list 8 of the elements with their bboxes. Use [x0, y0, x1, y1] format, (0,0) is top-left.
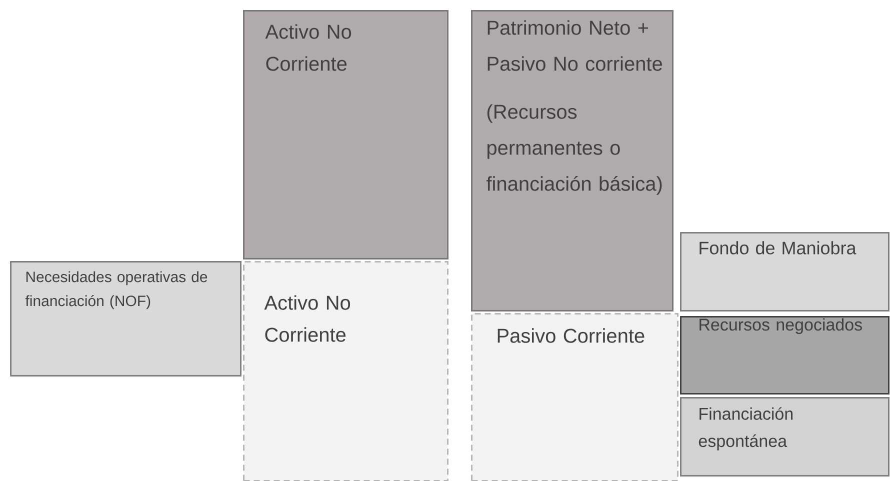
text-box: Necesidades operativas de financiación (NOF): [10, 260, 242, 376]
text-box: Fondo de Maniobra: [680, 232, 890, 312]
text-box: Patrimonio Neto + Pasivo No corriente (Recursos permanentes o financiación básica): [471, 10, 674, 312]
text-box: Recursos negociados: [680, 316, 890, 394]
dashed-box: Activo No Corriente: [243, 260, 448, 481]
dashed-box: Pasivo Corriente: [471, 313, 678, 481]
text-box: Activo No Corriente: [243, 10, 448, 260]
text-box: Financiación espontánea: [680, 396, 890, 476]
